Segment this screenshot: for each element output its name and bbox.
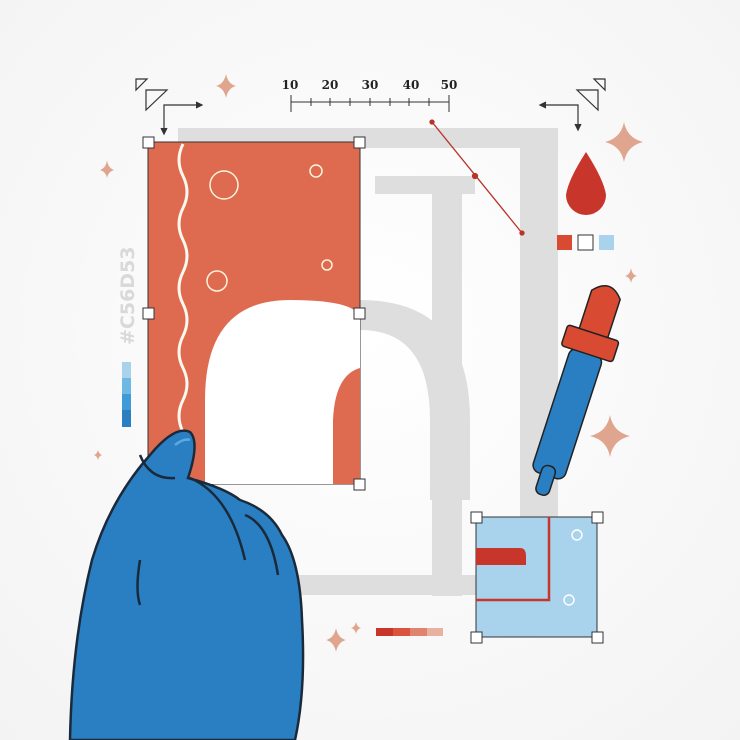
ruler-label: 30 (362, 78, 379, 92)
eyedropper-icon (532, 284, 621, 496)
ruler-label: 20 (322, 78, 339, 92)
selection-handles[interactable] (470, 511, 604, 644)
bottom-swatch-bar (376, 628, 443, 636)
gradient-swatch-bar (122, 362, 131, 427)
color-code-label: #C56D53 (117, 246, 139, 345)
ruler-label: 40 (403, 78, 420, 92)
ruler (290, 95, 450, 112)
selection-handles[interactable] (142, 136, 366, 491)
ruler-label: 50 (441, 78, 458, 92)
ruler-label: 10 (282, 78, 299, 92)
corner-arrow-icon (135, 78, 606, 136)
sparkle-icons (94, 74, 643, 652)
guide-line (429, 119, 525, 236)
blue-artboard (475, 516, 598, 638)
color-swatches[interactable] (557, 234, 614, 251)
orange-artboard (147, 141, 361, 485)
hand-illustration (68, 429, 305, 740)
color-drop-icon (566, 152, 606, 215)
